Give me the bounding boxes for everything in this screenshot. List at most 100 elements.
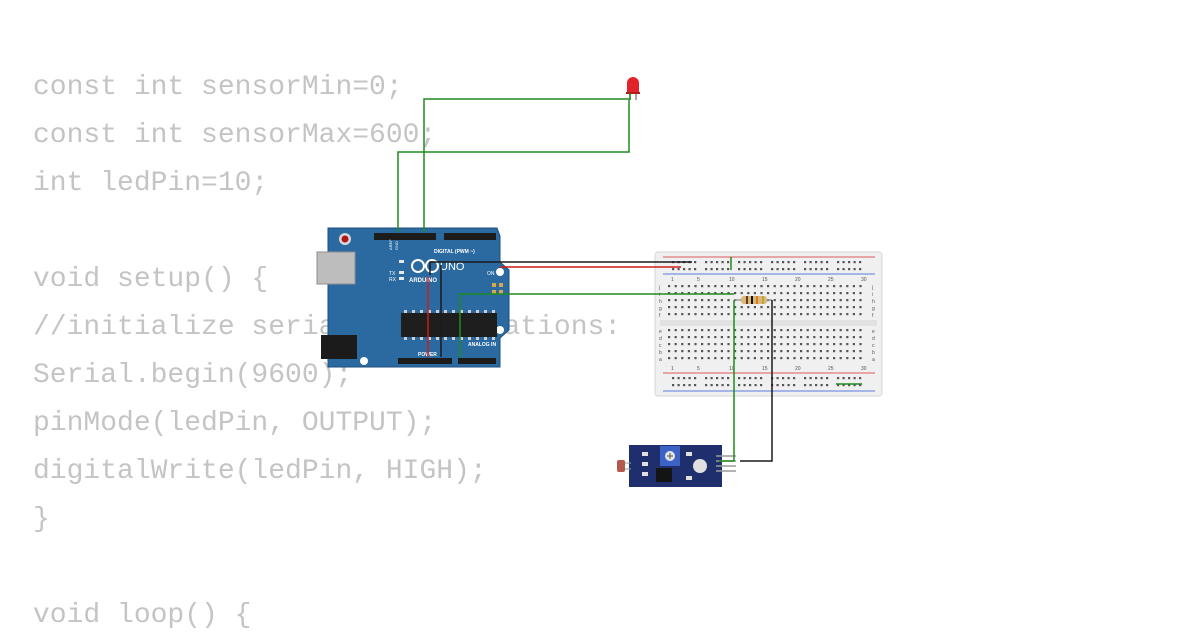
breadboard-hole[interactable] — [747, 350, 750, 353]
wire-sensor-gnd[interactable] — [740, 300, 773, 462]
breadboard-hole[interactable] — [760, 261, 763, 264]
breadboard-hole[interactable] — [786, 292, 789, 295]
breadboard-hole[interactable] — [760, 336, 763, 339]
breadboard-hole[interactable] — [826, 313, 829, 316]
breadboard-hole[interactable] — [773, 343, 776, 346]
breadboard-hole[interactable] — [734, 292, 737, 295]
breadboard-hole[interactable] — [820, 261, 823, 264]
breadboard-holes[interactable] — [668, 261, 862, 387]
breadboard-hole[interactable] — [694, 329, 697, 332]
breadboard-hole[interactable] — [720, 329, 723, 332]
breadboard-hole[interactable] — [760, 285, 763, 288]
breadboard-hole[interactable] — [853, 377, 856, 380]
breadboard-hole[interactable] — [800, 357, 803, 360]
breadboard-hole[interactable] — [740, 329, 743, 332]
breadboard-hole[interactable] — [859, 261, 862, 264]
breadboard-hole[interactable] — [846, 343, 849, 346]
breadboard-hole[interactable] — [793, 285, 796, 288]
wires[interactable] — [397, 93, 862, 462]
breadboard-hole[interactable] — [852, 343, 855, 346]
breadboard-hole[interactable] — [743, 377, 746, 380]
breadboard-hole[interactable] — [694, 384, 697, 387]
breadboard-hole[interactable] — [826, 268, 829, 271]
breadboard-hole[interactable] — [683, 268, 686, 271]
breadboard-hole[interactable] — [776, 261, 779, 264]
breadboard-hole[interactable] — [727, 336, 730, 339]
breadboard-hole[interactable] — [809, 268, 812, 271]
breadboard-hole[interactable] — [753, 350, 756, 353]
breadboard-hole[interactable] — [668, 285, 671, 288]
breadboard-hole[interactable] — [687, 299, 690, 302]
breadboard-hole[interactable] — [820, 268, 823, 271]
breadboard-hole[interactable] — [720, 336, 723, 339]
breadboard-hole[interactable] — [839, 306, 842, 309]
breadboard-hole[interactable] — [767, 285, 770, 288]
breadboard-hole[interactable] — [687, 343, 690, 346]
breadboard-hole[interactable] — [806, 336, 809, 339]
breadboard-hole[interactable] — [707, 292, 710, 295]
breadboard-hole[interactable] — [738, 384, 741, 387]
breadboard-hole[interactable] — [694, 357, 697, 360]
breadboard-hole[interactable] — [747, 285, 750, 288]
breadboard-hole[interactable] — [804, 261, 807, 264]
breadboard-hole[interactable] — [826, 285, 829, 288]
breadboard-hole[interactable] — [793, 313, 796, 316]
breadboard-hole[interactable] — [837, 384, 840, 387]
breadboard-hole[interactable] — [786, 357, 789, 360]
breadboard-hole[interactable] — [815, 384, 818, 387]
breadboard-hole[interactable] — [694, 268, 697, 271]
breadboard-hole[interactable] — [813, 292, 816, 295]
breadboard-hole[interactable] — [853, 384, 856, 387]
breadboard-hole[interactable] — [668, 350, 671, 353]
breadboard-hole[interactable] — [753, 336, 756, 339]
breadboard-hole[interactable] — [793, 357, 796, 360]
breadboard-hole[interactable] — [786, 306, 789, 309]
breadboard-hole[interactable] — [749, 377, 752, 380]
breadboard-hole[interactable] — [813, 329, 816, 332]
breadboard-hole[interactable] — [714, 343, 717, 346]
breadboard-hole[interactable] — [853, 268, 856, 271]
breadboard-hole[interactable] — [694, 343, 697, 346]
breadboard-hole[interactable] — [773, 350, 776, 353]
breadboard-hole[interactable] — [793, 350, 796, 353]
breadboard-hole[interactable] — [786, 350, 789, 353]
breadboard-hole[interactable] — [674, 299, 677, 302]
breadboard-hole[interactable] — [815, 261, 818, 264]
breadboard-hole[interactable] — [776, 384, 779, 387]
breadboard-hole[interactable] — [734, 336, 737, 339]
breadboard-hole[interactable] — [714, 306, 717, 309]
breadboard-hole[interactable] — [782, 384, 785, 387]
breadboard-hole[interactable] — [687, 336, 690, 339]
breadboard-hole[interactable] — [747, 313, 750, 316]
breadboard-hole[interactable] — [782, 377, 785, 380]
breadboard-hole[interactable] — [714, 357, 717, 360]
breadboard-hole[interactable] — [800, 350, 803, 353]
breadboard-hole[interactable] — [720, 357, 723, 360]
breadboard-hole[interactable] — [776, 377, 779, 380]
breadboard-hole[interactable] — [846, 313, 849, 316]
breadboard-hole[interactable] — [668, 306, 671, 309]
breadboard-hole[interactable] — [754, 268, 757, 271]
breadboard-hole[interactable] — [800, 299, 803, 302]
breadboard-hole[interactable] — [780, 292, 783, 295]
breadboard-hole[interactable] — [687, 313, 690, 316]
breadboard-hole[interactable] — [848, 261, 851, 264]
breadboard-hole[interactable] — [714, 292, 717, 295]
breadboard-hole[interactable] — [681, 299, 684, 302]
breadboard-hole[interactable] — [760, 377, 763, 380]
breadboard-hole[interactable] — [819, 299, 822, 302]
breadboard-hole[interactable] — [734, 350, 737, 353]
breadboard-hole[interactable] — [714, 313, 717, 316]
arduino-uno-board[interactable]: UNO ARDUINO DIGITAL (PWM ~) POWER ANALOG… — [316, 227, 510, 368]
breadboard-hole[interactable] — [819, 292, 822, 295]
breadboard-hole[interactable] — [806, 306, 809, 309]
breadboard-hole[interactable] — [747, 336, 750, 339]
breadboard-hole[interactable] — [853, 261, 856, 264]
breadboard-hole[interactable] — [806, 313, 809, 316]
breadboard-hole[interactable] — [705, 377, 708, 380]
breadboard-hole[interactable] — [705, 268, 708, 271]
breadboard-hole[interactable] — [819, 357, 822, 360]
breadboard-hole[interactable] — [852, 285, 855, 288]
breadboard-hole[interactable] — [747, 343, 750, 346]
breadboard-hole[interactable] — [804, 268, 807, 271]
